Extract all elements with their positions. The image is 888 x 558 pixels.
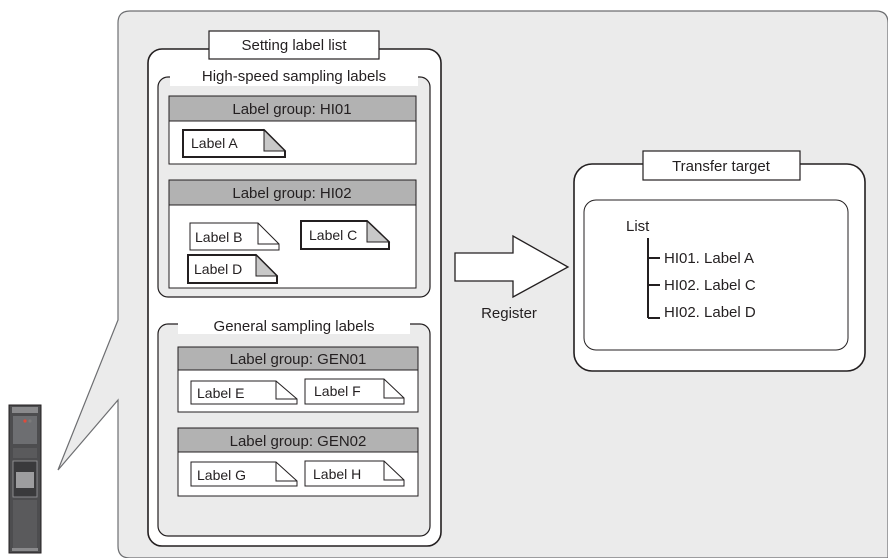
label-card-g: Label G [190,461,298,487]
group-gen01-title: Label group: GEN01 [230,351,367,368]
transfer-target-title-box [642,150,801,181]
general-title-bg [178,314,410,334]
register-arrow [454,234,570,299]
list-item-2: HI02. Label C [664,277,756,294]
label-d-text: Label D [194,261,242,277]
label-card-h: Label H [304,460,405,487]
group-gen02-header [177,427,419,453]
label-a-text: Label A [191,135,238,151]
label-card-a: Label A [182,128,287,158]
list-title: List [626,218,650,235]
label-card-d: Label D [187,253,279,284]
setting-label-list-title-box [208,30,380,60]
label-card-b: Label B [189,222,280,251]
label-h-text: Label H [313,466,361,482]
group-hi01-header [168,95,417,122]
label-card-f: Label F [304,378,405,405]
general-labels-title: General sampling labels [214,318,375,335]
group-gen02-title: Label group: GEN02 [230,433,367,450]
group-gen01-header [177,346,419,371]
list-tree-lines [647,238,660,319]
label-c-text: Label C [309,227,357,243]
label-b-text: Label B [195,229,242,245]
high-speed-title-bg [170,66,418,86]
list-box [583,199,849,351]
high-speed-labels-title: High-speed sampling labels [202,68,386,85]
label-card-e: Label E [190,380,298,405]
list-item-1: HI01. Label A [664,250,754,267]
transfer-target-title: Transfer target [672,158,771,175]
label-f-text: Label F [314,383,361,399]
group-hi02-title: Label group: HI02 [232,185,351,202]
plc-module-icon [8,404,42,554]
label-g-text: Label G [197,467,246,483]
label-e-text: Label E [197,385,244,401]
list-item-3: HI02. Label D [664,304,756,321]
group-hi02-header [168,179,417,206]
register-label: Register [481,305,537,322]
label-card-c: Label C [300,219,391,250]
setting-label-list-title: Setting label list [241,37,347,54]
group-hi01-title: Label group: HI01 [232,101,351,118]
